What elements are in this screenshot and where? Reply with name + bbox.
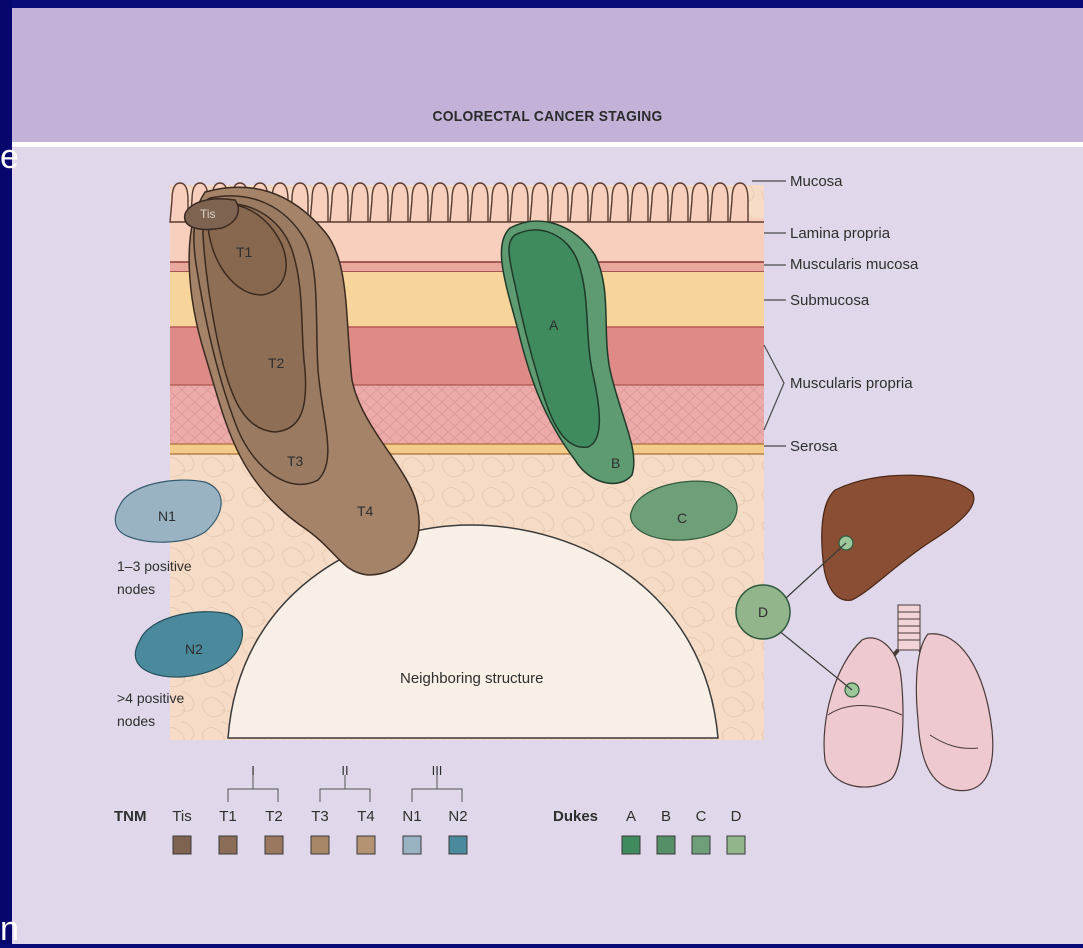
label-t1: T1 [236,244,253,260]
dukes-label-a: A [626,808,636,825]
legend: TNM Dukes I II III Tis T1 T2 T3 T4 N1 N2 A B C D [114,763,745,854]
label-neighboring-structure: Neighboring structure [400,670,543,687]
tnm-swatch-t1 [219,836,237,854]
label-muscularis-propria: Muscularis propria [790,375,913,392]
legend-group-iii: III [432,763,443,778]
dukes-swatch-b [657,836,675,854]
dukes-swatch-c [692,836,710,854]
lungs [824,605,993,791]
n1-caption-line1: 1–3 positive [117,558,192,574]
d-connector-lung [778,630,852,690]
tnm-label-t4: T4 [357,808,375,825]
legend-dukes-label: Dukes [553,808,598,825]
label-a: A [549,317,559,333]
legend-tnm-label: TNM [114,808,147,825]
label-n2: N2 [185,641,203,657]
dukes-label-c: C [696,808,707,825]
label-t3: T3 [287,453,304,469]
tnm-label-n1: N1 [402,808,421,825]
dukes-label-d: D [731,808,742,825]
legend-group-brackets [228,775,462,802]
right-lung [824,638,903,787]
label-b: B [611,455,620,471]
dukes-legend-items: A B C D [622,808,745,854]
tnm-swatch-t2 [265,836,283,854]
tnm-label-t1: T1 [219,808,237,825]
label-tis: Tis [200,207,216,221]
tnm-label-tis: Tis [172,808,191,825]
label-c: C [677,510,687,526]
legend-group-i: I [251,763,255,778]
tnm-label-n2: N2 [448,808,467,825]
tnm-swatch-t4 [357,836,375,854]
label-n1: N1 [158,508,176,524]
label-submucosa: Submucosa [790,292,870,309]
n2-caption-line2: nodes [117,713,155,729]
legend-group-ii: II [341,763,348,778]
tnm-swatch-tis [173,836,191,854]
label-serosa: Serosa [790,438,838,455]
label-mucosa: Mucosa [790,173,843,190]
dukes-swatch-a [622,836,640,854]
left-lung [916,634,992,791]
dukes-label-b: B [661,808,671,825]
label-t4: T4 [357,503,374,519]
tnm-swatch-n1 [403,836,421,854]
n2-caption-line1: >4 positive [117,690,185,706]
n1-caption-line2: nodes [117,581,155,597]
label-lamina-propria: Lamina propria [790,225,891,242]
label-t2: T2 [268,355,285,371]
label-muscularis-mucosa: Muscularis mucosa [790,256,919,273]
tnm-label-t3: T3 [311,808,329,825]
tnm-swatch-t3 [311,836,329,854]
tnm-label-t2: T2 [265,808,283,825]
label-d: D [758,604,768,620]
dukes-swatch-d [727,836,745,854]
tnm-swatch-n2 [449,836,467,854]
tnm-legend-items: Tis T1 T2 T3 T4 N1 N2 [172,808,467,854]
